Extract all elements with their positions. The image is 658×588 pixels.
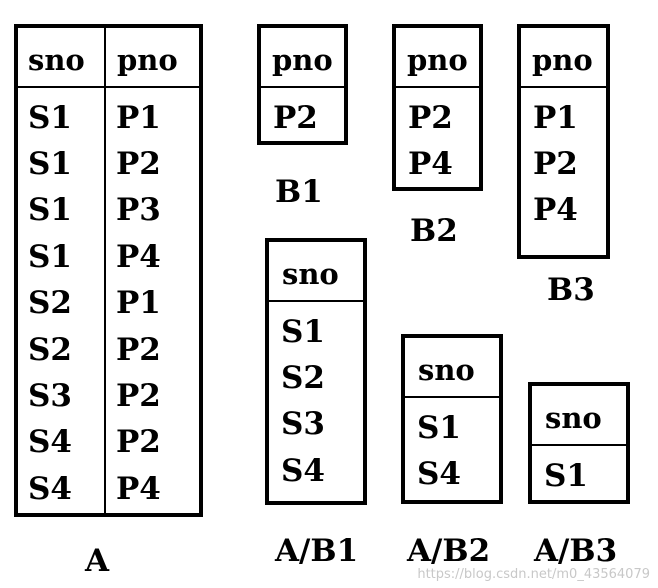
table-a-row-7-sno: S3 bbox=[28, 378, 72, 414]
caption-a-div-b3: A/B3 bbox=[534, 533, 618, 569]
table-a-div-b1-header: sno bbox=[269, 242, 363, 302]
table-b2: pno P2 P4 bbox=[392, 24, 483, 191]
table-a-row-6-pno: P2 bbox=[116, 332, 161, 368]
table-a-row-5-pno: P1 bbox=[116, 285, 161, 321]
table-a-row-9-pno: P4 bbox=[116, 471, 161, 507]
table-a-div-b1: sno S1 S2 S3 S4 bbox=[265, 238, 367, 505]
table-b1-header: pno bbox=[261, 28, 344, 88]
table-a-row-3-sno: S1 bbox=[28, 192, 72, 228]
table-a-div-b1-row-1: S1 bbox=[281, 314, 325, 350]
table-a-div-b2-row-2: S4 bbox=[417, 456, 461, 492]
watermark: https://blog.csdn.net/m0_43564079 bbox=[417, 567, 650, 582]
table-b3-row-1: P1 bbox=[533, 100, 578, 136]
table-a: sno pno S1 P1 S1 P2 S1 P3 S1 P4 S2 P1 S2… bbox=[14, 24, 203, 517]
table-b1-row-1: P2 bbox=[273, 100, 318, 136]
table-a-row-2-pno: P2 bbox=[116, 146, 161, 182]
table-b3-row-2: P2 bbox=[533, 146, 578, 182]
table-a-row-1-sno: S1 bbox=[28, 100, 72, 136]
caption-a-div-b1: A/B1 bbox=[275, 533, 359, 569]
table-b3-row-3: P4 bbox=[533, 192, 578, 228]
table-b1: pno P2 bbox=[257, 24, 348, 145]
table-a-div-b1-row-4: S4 bbox=[281, 453, 325, 489]
table-a-row-1-pno: P1 bbox=[116, 100, 161, 136]
table-a-div-b1-header-sno: sno bbox=[282, 257, 339, 291]
table-a-column-divider bbox=[104, 28, 106, 513]
table-a-div-b1-row-3: S3 bbox=[281, 406, 325, 442]
table-a-row-6-sno: S2 bbox=[28, 332, 72, 368]
table-a-div-b3-row-1: S1 bbox=[544, 458, 588, 494]
table-a-row-4-sno: S1 bbox=[28, 239, 72, 275]
table-b2-row-2: P4 bbox=[408, 146, 453, 182]
caption-b3: B3 bbox=[547, 272, 595, 308]
caption-a: A bbox=[85, 543, 110, 579]
table-a-row-7-pno: P2 bbox=[116, 378, 161, 414]
table-a-row-5-sno: S2 bbox=[28, 285, 72, 321]
table-a-row-2-sno: S1 bbox=[28, 146, 72, 182]
table-a-div-b2-header-sno: sno bbox=[418, 353, 475, 387]
table-b2-header-pno: pno bbox=[407, 43, 468, 77]
caption-b1: B1 bbox=[275, 174, 323, 210]
table-b2-header: pno bbox=[396, 28, 479, 88]
table-a-div-b3-header-sno: sno bbox=[545, 401, 602, 435]
table-b3-header: pno bbox=[521, 28, 606, 88]
table-a-div-b3-header: sno bbox=[532, 386, 626, 446]
table-a-row-4-pno: P4 bbox=[116, 239, 161, 275]
caption-b2: B2 bbox=[410, 213, 458, 249]
caption-a-div-b2: A/B2 bbox=[407, 533, 491, 569]
table-a-row-9-sno: S4 bbox=[28, 471, 72, 507]
table-a-div-b2-header: sno bbox=[405, 338, 499, 398]
table-a-row-8-pno: P2 bbox=[116, 424, 161, 460]
table-a-row-3-pno: P3 bbox=[116, 192, 161, 228]
table-a-header-pno: pno bbox=[117, 43, 178, 77]
table-a-header: sno pno bbox=[18, 28, 199, 88]
table-b3: pno P1 P2 P4 bbox=[517, 24, 610, 259]
table-b3-header-pno: pno bbox=[532, 43, 593, 77]
table-a-div-b2: sno S1 S4 bbox=[401, 334, 503, 504]
table-a-div-b3: sno S1 bbox=[528, 382, 630, 504]
table-a-div-b1-row-2: S2 bbox=[281, 360, 325, 396]
table-b2-row-1: P2 bbox=[408, 100, 453, 136]
table-a-header-sno: sno bbox=[28, 43, 85, 77]
table-a-row-8-sno: S4 bbox=[28, 424, 72, 460]
table-a-div-b2-row-1: S1 bbox=[417, 410, 461, 446]
table-b1-header-pno: pno bbox=[272, 43, 333, 77]
